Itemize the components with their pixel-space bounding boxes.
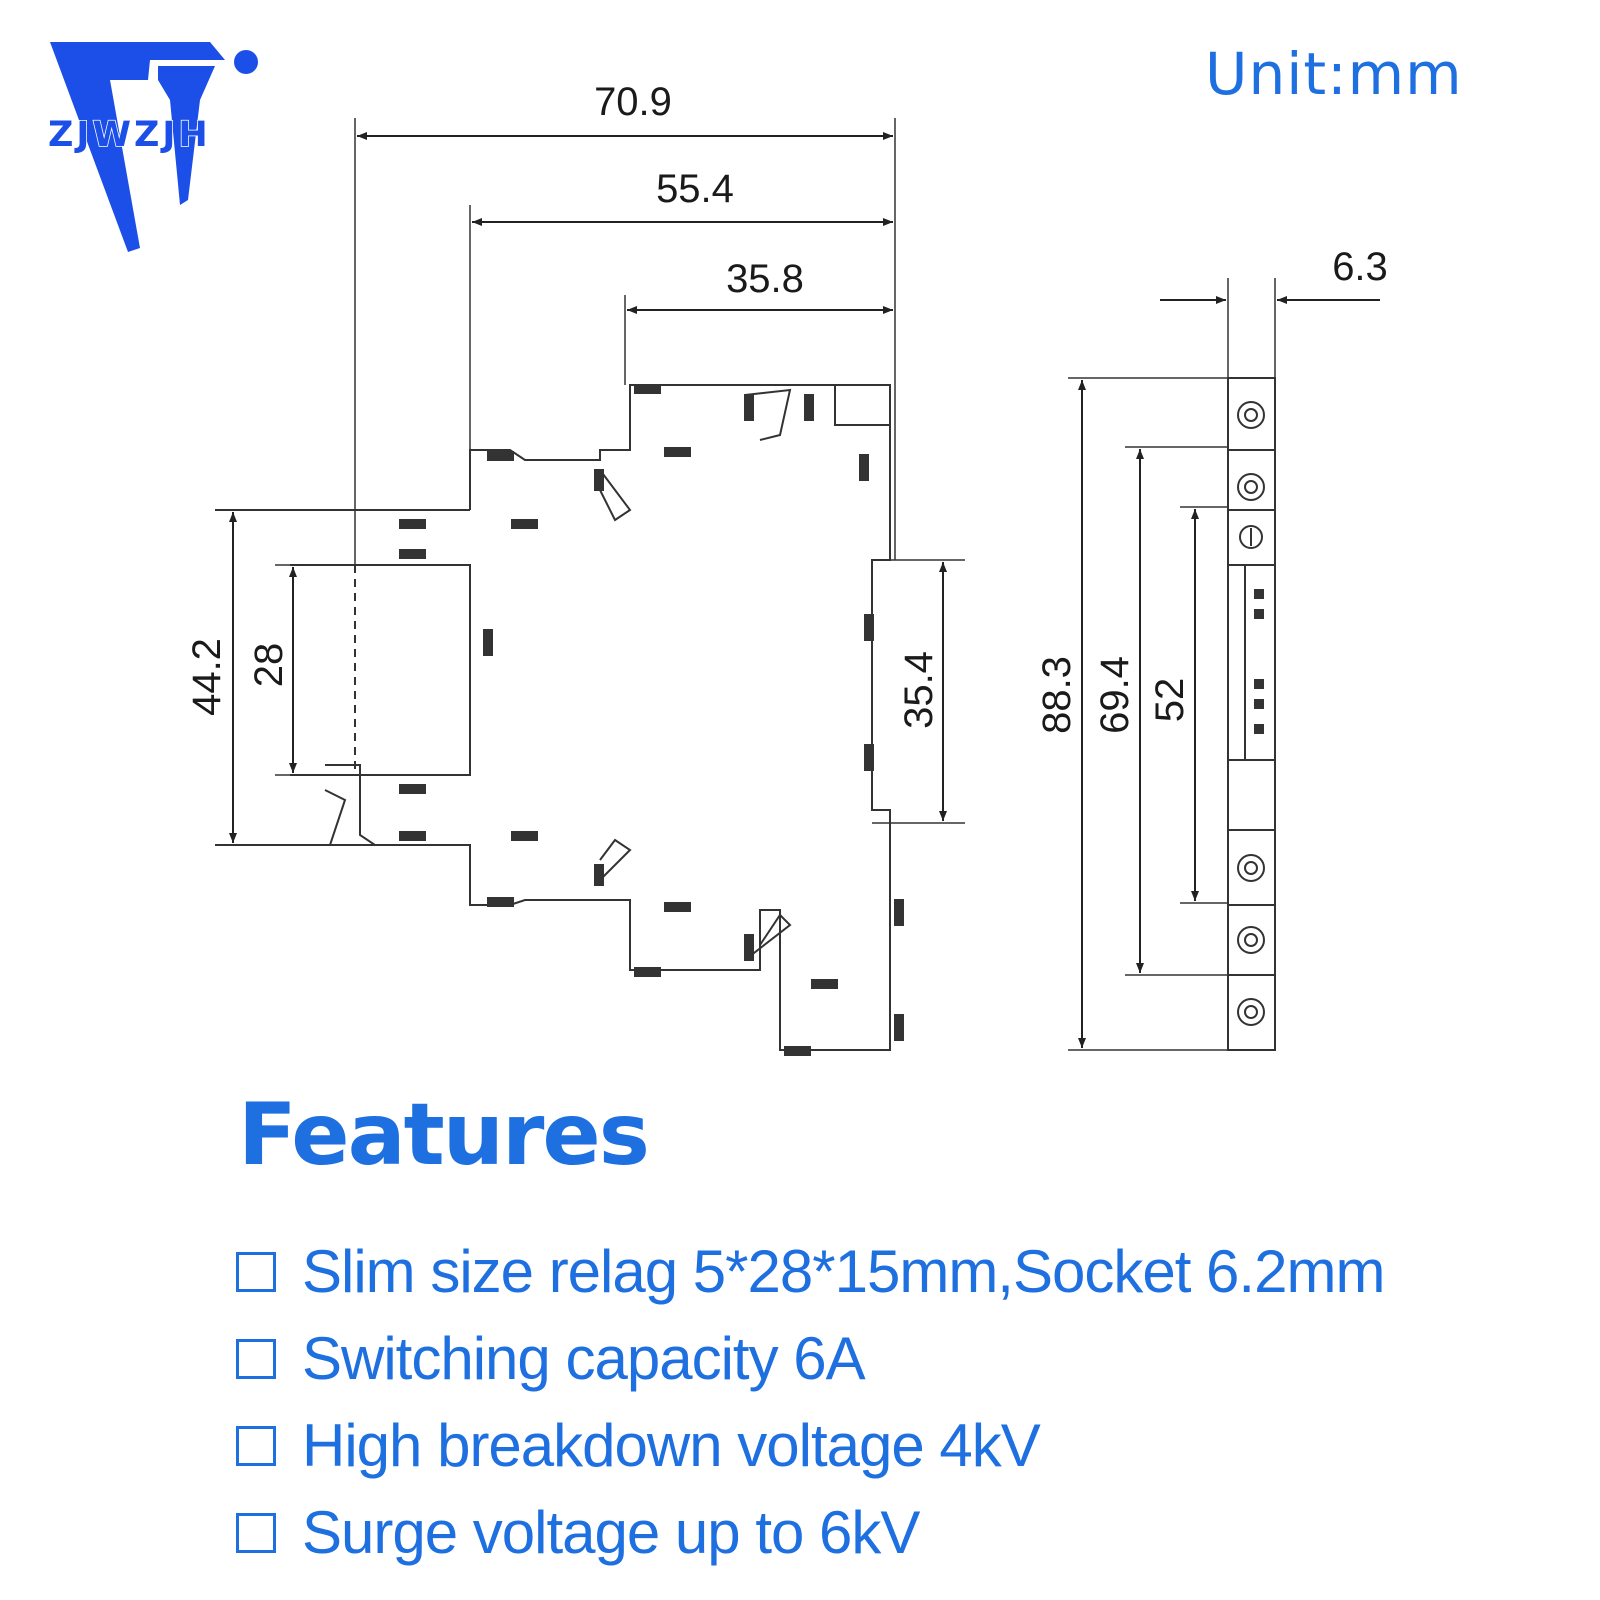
- dim-label-70-9: 70.9: [594, 80, 672, 124]
- front-view-outline: [215, 384, 891, 1051]
- feature-item: Slim size relag 5*28*15mm,Socket 6.2mm: [236, 1228, 1385, 1315]
- checkbox-icon: [236, 1425, 276, 1466]
- checkbox-icon: [236, 1512, 276, 1553]
- side-view-body: [1227, 377, 1276, 1051]
- dim-label-35-8: 35.8: [726, 257, 804, 301]
- unit-label: Unit:mm: [1205, 40, 1463, 108]
- logo-mark: [50, 42, 225, 252]
- dim-label-88-3: 88.3: [1035, 656, 1079, 734]
- front-view-slots: [399, 384, 904, 1056]
- logo-dot: [234, 50, 258, 74]
- front-view-hook-top2: [744, 388, 792, 441]
- front-view-hook-bottom: [599, 838, 632, 881]
- dim-label-52: 52: [1148, 678, 1192, 723]
- feature-text: Switching capacity 6A: [302, 1325, 866, 1392]
- feature-text: High breakdown voltage 4kV: [302, 1412, 1041, 1479]
- dimension-drawing: 70.9 55.4 35.8 44.2 28 35.4 88.3 69.4 52…: [185, 80, 1388, 1056]
- feature-text: Slim size relag 5*28*15mm,Socket 6.2mm: [302, 1238, 1385, 1305]
- logo-mark-inner: [158, 66, 215, 205]
- side-view-slots: [1254, 589, 1264, 734]
- brand-logo: ZJWZJH: [47, 42, 258, 252]
- front-view-tab: [834, 384, 891, 426]
- dim-label-28: 28: [247, 643, 291, 688]
- dim-label-6-3: 6.3: [1332, 245, 1388, 289]
- side-view-terminals: [1228, 401, 1275, 1026]
- front-view-hook-top: [599, 469, 632, 522]
- feature-item: Switching capacity 6A: [236, 1315, 1384, 1402]
- front-view-clip: [324, 764, 379, 846]
- dim-label-44-2: 44.2: [185, 638, 229, 716]
- checkbox-icon: [236, 1338, 276, 1379]
- front-view-hook-bottom2: [744, 913, 792, 961]
- logo-text: ZJWZJH: [48, 115, 211, 155]
- checkbox-icon: [236, 1251, 276, 1292]
- feature-item: High breakdown voltage 4kV: [236, 1402, 1384, 1489]
- extension-lines: [215, 118, 1276, 1051]
- feature-text: Surge voltage up to 6kV: [302, 1499, 920, 1566]
- feature-item: Surge voltage up to 6kV: [236, 1489, 1384, 1576]
- features-title: Features: [238, 1085, 650, 1185]
- dim-label-55-4: 55.4: [656, 167, 734, 211]
- front-view-inner: [290, 564, 471, 776]
- dim-label-69-4: 69.4: [1093, 656, 1137, 734]
- features-list: Slim size relag 5*28*15mm,Socket 6.2mm S…: [236, 1228, 1385, 1576]
- dim-label-35-4: 35.4: [897, 651, 941, 729]
